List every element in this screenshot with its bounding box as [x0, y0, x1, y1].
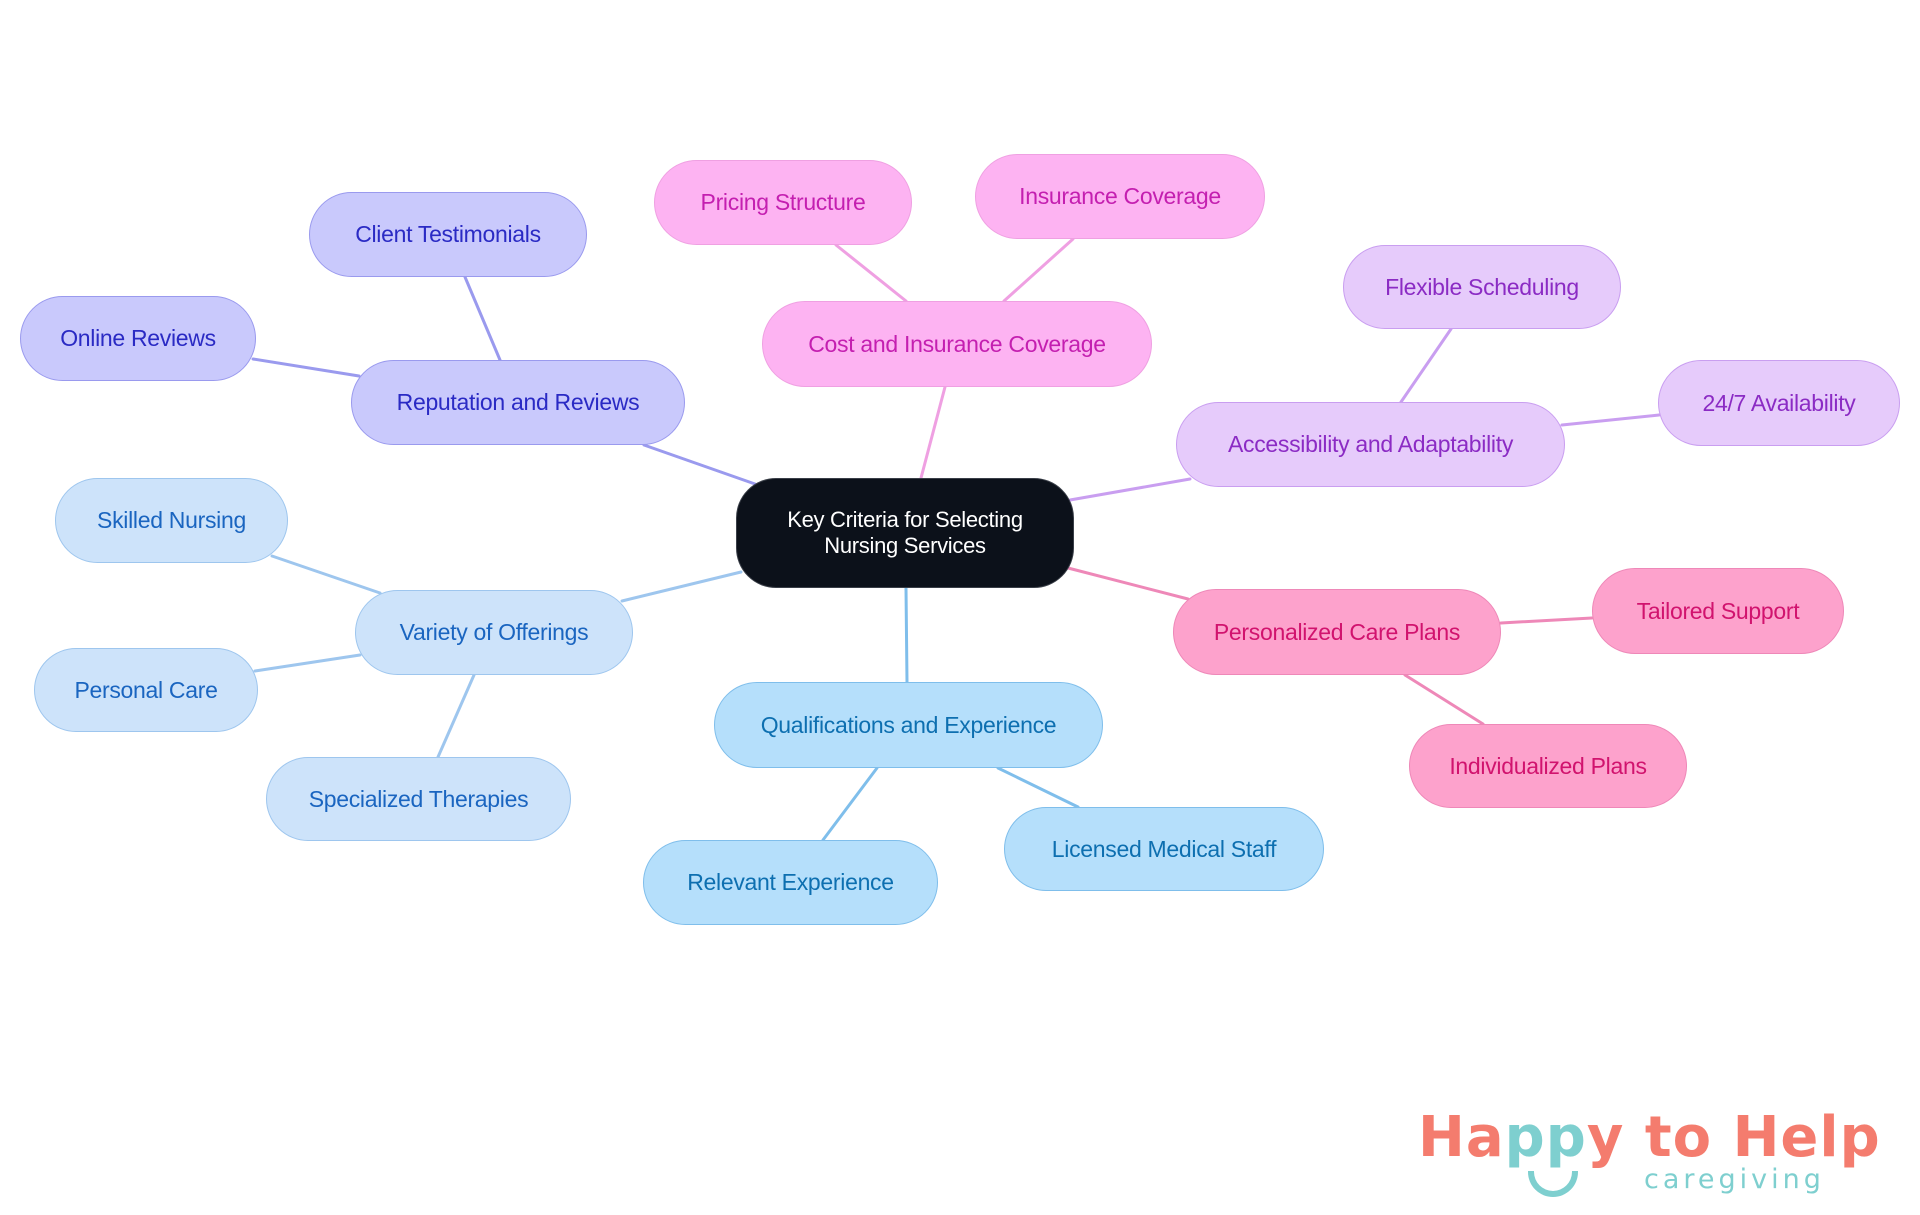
edge-qualifications-licensed — [996, 766, 1080, 809]
node-label: Reputation and Reviews — [396, 389, 640, 415]
edge-root-variety — [620, 570, 743, 603]
node-label: Variety of Offerings — [399, 619, 589, 645]
edge-accessibility-247 — [1560, 413, 1661, 427]
node-label: Accessibility and Adaptability — [1227, 431, 1514, 457]
node-label: Individualized Plans — [1449, 752, 1647, 779]
edge-cost-insurance — [1002, 237, 1075, 303]
node-pricing-structure[interactable]: Pricing Structure — [654, 160, 912, 245]
edge-root-personalized — [1066, 566, 1190, 601]
node-label: Client Testimonials — [355, 221, 541, 247]
node-tailored-support[interactable]: Tailored Support — [1592, 568, 1844, 654]
edge-personalized-individualized — [1403, 673, 1485, 726]
edge-variety-specialized — [436, 673, 476, 759]
edge-variety-personal — [253, 653, 362, 673]
edge-reputation-testimonials — [463, 275, 502, 362]
node-label: Personal Care — [74, 676, 218, 703]
node-relevant-experience[interactable]: Relevant Experience — [643, 840, 938, 925]
node-label: Pricing Structure — [700, 189, 866, 215]
edge-root-accessibility — [1068, 477, 1192, 502]
smile-icon — [1528, 1171, 1578, 1197]
node-label: Tailored Support — [1636, 597, 1800, 624]
node-label: Flexible Scheduling — [1385, 273, 1579, 300]
node-24-7-availability[interactable]: 24/7 Availability — [1658, 360, 1900, 446]
node-client-testimonials[interactable]: Client Testimonials — [309, 192, 587, 277]
node-reputation-and-reviews[interactable]: Reputation and Reviews — [351, 360, 685, 445]
node-insurance-coverage[interactable]: Insurance Coverage — [975, 154, 1265, 239]
edge-personalized-tailored — [1499, 616, 1594, 625]
edge-root-qualifications — [904, 586, 909, 684]
edge-variety-skilled — [270, 554, 382, 595]
node-skilled-nursing[interactable]: Skilled Nursing — [55, 478, 288, 563]
edge-root-reputation — [642, 443, 757, 486]
node-personalized-care-plans[interactable]: Personalized Care Plans — [1173, 589, 1501, 675]
node-flexible-scheduling[interactable]: Flexible Scheduling — [1343, 245, 1621, 329]
node-individualized-plans[interactable]: Individualized Plans — [1409, 724, 1687, 808]
node-licensed-medical-staff[interactable]: Licensed Medical Staff — [1004, 807, 1324, 891]
node-label: Licensed Medical Staff — [1051, 835, 1277, 862]
edge-qualifications-relevant — [821, 766, 879, 842]
node-label: Skilled Nursing — [97, 507, 246, 533]
logo-wordmark: Happy to Help — [1418, 1105, 1881, 1170]
node-label: 24/7 Availability — [1702, 389, 1856, 416]
node-label: Online Reviews — [60, 325, 216, 351]
edge-cost-pricing — [834, 243, 908, 303]
logo-tagline: caregiving — [1644, 1164, 1825, 1195]
edge-accessibility-flexible — [1399, 327, 1453, 404]
node-label: Personalized Care Plans — [1213, 618, 1461, 645]
node-personal-care[interactable]: Personal Care — [34, 648, 258, 732]
node-qualifications-and-experience[interactable]: Qualifications and Experience — [714, 682, 1103, 768]
node-label: Cost and Insurance Coverage — [808, 330, 1106, 357]
happy-to-help-logo: Happy to Help caregiving — [1418, 1105, 1881, 1198]
node-label: Insurance Coverage — [1019, 183, 1221, 209]
node-online-reviews[interactable]: Online Reviews — [20, 296, 256, 381]
edge-reputation-online — [251, 357, 361, 378]
node-accessibility-and-adaptability[interactable]: Accessibility and Adaptability — [1176, 402, 1565, 487]
node-label: Qualifications and Experience — [760, 711, 1057, 738]
node-cost-and-insurance-coverage[interactable]: Cost and Insurance Coverage — [762, 301, 1152, 387]
edge-root-cost — [919, 385, 947, 480]
node-specialized-therapies[interactable]: Specialized Therapies — [266, 757, 571, 841]
node-label: Specialized Therapies — [308, 785, 529, 812]
root-node[interactable]: Key Criteria for Selecting Nursing Servi… — [736, 478, 1074, 588]
root-node-label: Key Criteria for Selecting Nursing Servi… — [787, 507, 1023, 558]
node-label: Relevant Experience — [687, 869, 894, 895]
node-variety-of-offerings[interactable]: Variety of Offerings — [355, 590, 633, 675]
